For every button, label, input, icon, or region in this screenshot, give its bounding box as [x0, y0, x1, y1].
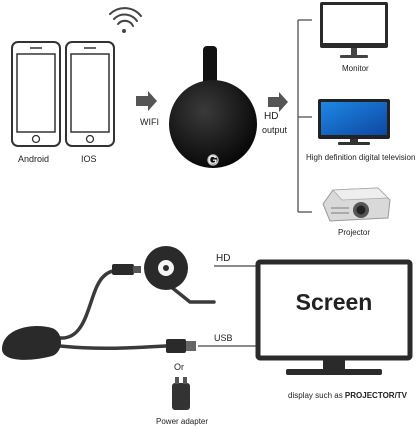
projector-label: Projector	[338, 228, 371, 237]
output-label: output	[262, 125, 288, 135]
bottom-hd-label: HD	[216, 253, 231, 264]
projector-icon	[322, 187, 391, 222]
wifi-label: WIFI	[140, 117, 159, 127]
television-icon	[318, 99, 390, 145]
screen-display	[255, 259, 413, 375]
usb-plug	[166, 339, 196, 353]
monitor-icon	[320, 2, 388, 58]
dongle-logo: G	[208, 153, 218, 167]
ios-label: IOS	[81, 154, 97, 164]
monitor-label: Monitor	[342, 64, 369, 73]
hd-label: HD	[264, 111, 279, 122]
television-label: High definition digital television	[306, 153, 416, 162]
wifi-icon	[109, 7, 142, 33]
android-label: Android	[18, 154, 50, 164]
bottom-usb-label: USB	[214, 333, 233, 343]
or-label: Or	[174, 362, 184, 372]
screen-label: Screen	[295, 289, 373, 315]
usb-power-plug	[2, 326, 61, 360]
wifi-arrow-icon	[136, 91, 157, 111]
hd-output-arrow-icon	[268, 92, 288, 112]
small-chromecast-dongle	[144, 246, 216, 304]
chromecast-dongle	[169, 46, 257, 168]
output-bracket	[297, 19, 312, 213]
display-caption: display such as PROJECTOR/TV	[288, 391, 407, 400]
connection-lines	[198, 265, 258, 347]
android-phone-icon	[11, 41, 61, 147]
ios-phone-icon	[65, 41, 115, 147]
caption-bold: PROJECTOR/TV	[344, 391, 408, 400]
power-adapter-label: Power adapter	[156, 417, 209, 426]
micro-usb-plug	[112, 264, 141, 275]
power-adapter-icon	[172, 377, 190, 410]
caption-prefix: display such as	[288, 391, 345, 400]
